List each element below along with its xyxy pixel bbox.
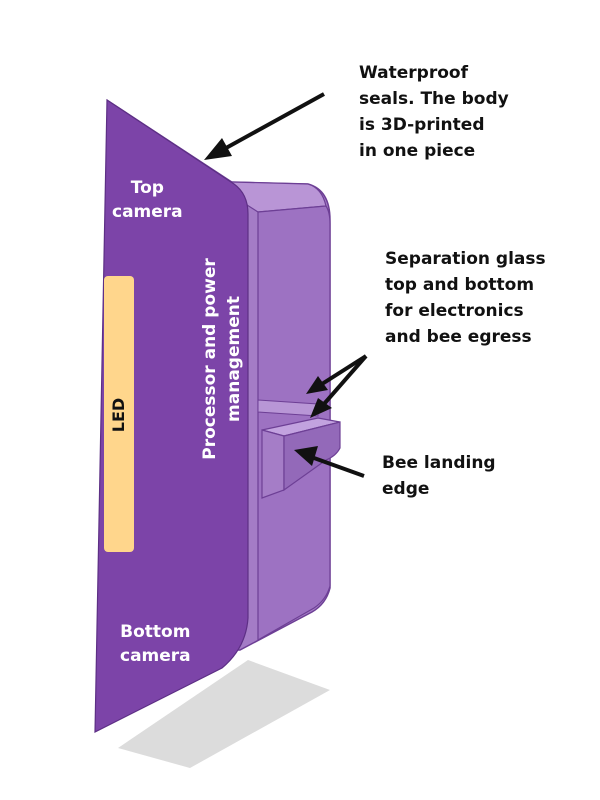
arrow-separation-lower	[322, 354, 368, 406]
arrow-waterproof	[225, 92, 325, 150]
led-strip	[104, 276, 134, 552]
label-waterproof-line-1: Waterproof	[359, 63, 468, 83]
label-top-camera: Top camera	[112, 176, 183, 224]
label-processor: Processor and power management	[118, 258, 326, 459]
label-processor-line-1: Processor and power	[200, 258, 220, 460]
ground-shadow	[118, 660, 330, 768]
label-landing-line-2: edge	[382, 479, 430, 499]
device-front-face	[94, 98, 249, 733]
label-processor-line-2: management	[224, 296, 244, 422]
label-led: LED	[94, 398, 144, 432]
label-separation-line-2: top and bottom	[385, 275, 535, 295]
label-waterproof: Waterproof seals. The body is 3D-printed…	[359, 60, 509, 164]
label-led-text: LED	[109, 397, 128, 433]
arrow-separation-lower-head	[310, 398, 332, 418]
arrows	[204, 92, 368, 478]
label-waterproof-line-3: is 3D-printed	[359, 115, 485, 135]
label-bee-landing: Bee landing edge	[382, 450, 496, 502]
arrow-separation-upper	[320, 354, 368, 386]
label-waterproof-line-4: in one piece	[359, 141, 476, 161]
label-bottom-camera-line-1: Bottom	[120, 622, 191, 642]
arrow-waterproof-head	[204, 138, 232, 160]
label-top-camera-line-2: camera	[112, 202, 183, 222]
label-separation-line-3: for electronics	[385, 301, 524, 321]
label-waterproof-line-2: seals. The body	[359, 89, 509, 109]
label-bottom-camera: Bottom camera	[120, 620, 191, 668]
label-separation-line-1: Separation glass	[385, 249, 546, 269]
landing-ledge-front	[261, 429, 285, 499]
arrow-separation-upper-head	[306, 376, 328, 394]
separation-glass	[257, 399, 319, 417]
label-landing-line-1: Bee landing	[382, 453, 496, 473]
label-separation-glass: Separation glass top and bottom for elec…	[385, 246, 546, 350]
label-bottom-camera-line-2: camera	[120, 646, 191, 666]
label-separation-line-4: and bee egress	[385, 327, 532, 347]
arrow-landing-head	[294, 446, 318, 466]
label-top-camera-line-1: Top	[130, 178, 164, 198]
arrow-landing	[313, 456, 365, 478]
